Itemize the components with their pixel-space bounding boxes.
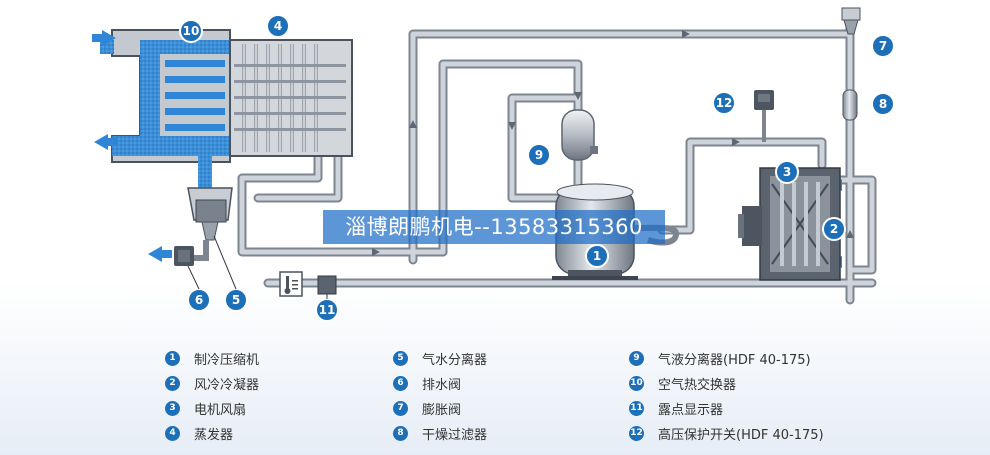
svg-text:1: 1 [593, 249, 601, 263]
flow-arrow-icon [574, 92, 582, 100]
legend-label: 排水阀 [422, 377, 462, 393]
badge-4: 4 [266, 14, 290, 38]
svg-text:12: 12 [716, 96, 733, 110]
badge-6: 6 [187, 288, 211, 312]
high-pressure-switch [754, 90, 774, 142]
legend-label: 空气热交换器 [658, 377, 737, 393]
legend-label: 气液分离器(HDF 40-175) [658, 352, 811, 368]
flow-arrows [372, 30, 854, 256]
flow-arrow-icon [409, 120, 417, 128]
badge-10: 10 [179, 19, 203, 43]
legend-badge: 5 [393, 350, 408, 366]
legend-badge: 4 [165, 425, 180, 441]
svg-text:4: 4 [274, 19, 282, 33]
component-legend: 1 制冷压缩机 2 风冷冷凝器 3 电机风扇 4 蒸发器 5 气水分离器 6 排… [0, 343, 990, 455]
leader-lines [187, 235, 328, 299]
flow-arrow-icon [846, 230, 854, 238]
drain-arrow-icon [148, 246, 172, 262]
legend-item-7: 7 膨胀阀 [393, 398, 461, 418]
watermark: 淄博朗鹏机电--13583315360 [323, 210, 665, 244]
legend-item-3: 3 电机风扇 [165, 398, 246, 418]
svg-text:8: 8 [879, 97, 887, 111]
badge-2: 2 [822, 217, 846, 241]
badge-5: 5 [224, 288, 248, 312]
svg-text:7: 7 [879, 39, 887, 53]
svg-text:6: 6 [195, 293, 203, 307]
svg-text:2: 2 [830, 222, 838, 236]
legend-item-8: 8 干燥过滤器 [393, 423, 487, 443]
legend-label: 制冷压缩机 [194, 352, 260, 368]
legend-label: 风冷冷凝器 [194, 377, 260, 393]
legend-badge: 10 [629, 375, 644, 391]
legend-item-6: 6 排水阀 [393, 373, 461, 393]
badge-9: 9 [527, 143, 551, 167]
legend-label: 露点显示器 [658, 402, 724, 418]
svg-text:10: 10 [183, 24, 200, 38]
badge-12: 12 [712, 91, 736, 115]
legend-item-11: 11 露点显示器 [629, 398, 723, 418]
legend-badge: 8 [393, 425, 408, 441]
flow-arrow-icon [682, 30, 690, 38]
legend-label: 蒸发器 [194, 427, 234, 443]
legend-badge: 2 [165, 375, 180, 391]
legend-badge: 6 [393, 375, 408, 391]
refrigerant-pipes [237, 23, 877, 305]
air-in-arrow-icon [94, 134, 118, 150]
dew-point-display [279, 271, 337, 297]
badge-8: 8 [871, 92, 895, 116]
legend-item-12: 12 高压保护开关(HDF 40-175) [629, 423, 824, 443]
air-water-separator [187, 150, 233, 241]
flow-arrow-icon [508, 122, 516, 130]
legend-badge: 7 [393, 400, 408, 416]
gas-liquid-separator [561, 109, 598, 161]
legend-item-9: 9 气液分离器(HDF 40-175) [629, 348, 811, 368]
svg-text:9: 9 [535, 148, 543, 162]
badge-3: 3 [775, 160, 799, 184]
legend-item-10: 10 空气热交换器 [629, 373, 736, 393]
drying-filter [842, 89, 858, 121]
legend-label: 高压保护开关(HDF 40-175) [658, 427, 824, 443]
svg-text:11: 11 [319, 303, 336, 317]
evaporator [229, 39, 353, 157]
legend-badge: 3 [165, 400, 180, 416]
legend-badge: 9 [629, 350, 644, 366]
badge-1: 1 [585, 244, 609, 268]
air-cooled-condenser [759, 167, 841, 281]
svg-text:3: 3 [783, 165, 791, 179]
badge-7: 7 [871, 34, 895, 58]
legend-label: 电机风扇 [194, 402, 247, 418]
legend-badge: 12 [629, 425, 644, 441]
badge-11: 11 [315, 298, 339, 322]
legend-item-2: 2 风冷冷凝器 [165, 373, 259, 393]
legend-badge: 11 [629, 400, 644, 416]
badges: 10 4 7 8 12 9 3 2 [179, 14, 895, 322]
expansion-valve [841, 7, 861, 35]
air-out-arrow-icon [92, 30, 116, 46]
svg-text:5: 5 [232, 293, 240, 307]
legend-label: 干燥过滤器 [422, 427, 488, 443]
flow-arrow-icon [732, 138, 740, 146]
legend-item-5: 5 气水分离器 [393, 348, 487, 368]
legend-label: 气水分离器 [422, 352, 488, 368]
refrigeration-dryer-diagram: 10 4 7 8 12 9 3 2 [92, 7, 895, 322]
air-heat-exchanger [100, 29, 231, 163]
fan-motor [738, 206, 762, 246]
drain-valve [174, 240, 209, 266]
legend-badge: 1 [165, 350, 180, 366]
flow-arrow-icon [372, 248, 380, 256]
legend-item-4: 4 蒸发器 [165, 423, 233, 443]
legend-item-1: 1 制冷压缩机 [165, 348, 259, 368]
legend-label: 膨胀阀 [422, 402, 462, 418]
